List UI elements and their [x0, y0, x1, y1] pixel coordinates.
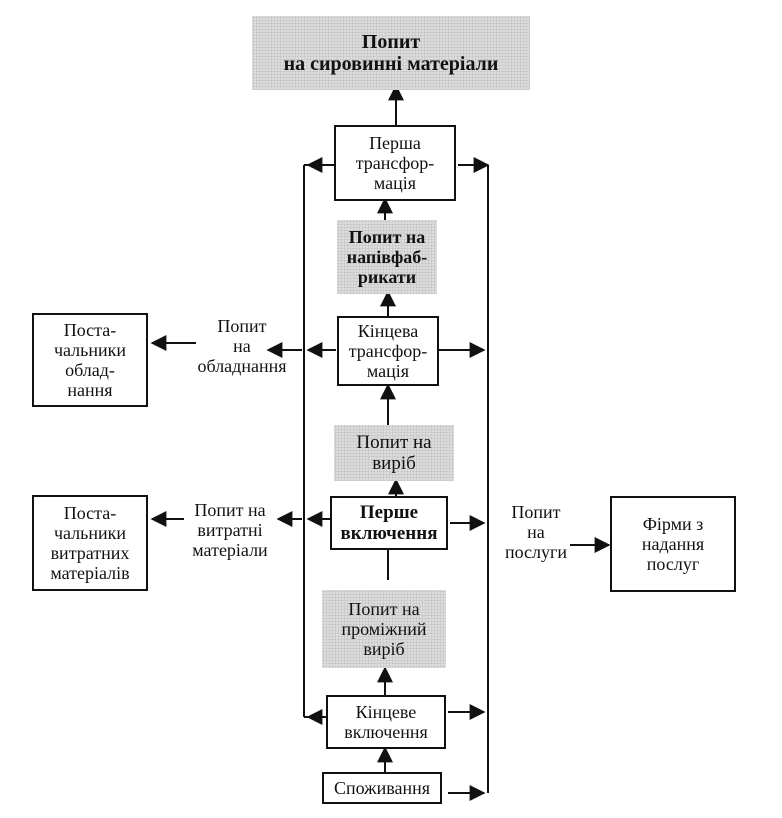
service-firms-box: Фірми з надання послуг [610, 496, 736, 592]
equipment-demand-label: Попит на обладнання [197, 315, 287, 377]
equipment-suppliers-box: Поста- чальники облад- нання [32, 313, 148, 407]
intermediate-demand-box: Попит на проміжний виріб [322, 590, 446, 668]
final-transformation-box: Кінцева трансфор- мація [337, 316, 439, 386]
first-transformation-box: Перша трансфор- мація [334, 125, 456, 201]
first-inclusion-box: Перше включення [330, 496, 448, 550]
consumables-suppliers-box: Поста- чальники витратних матеріалів [32, 495, 148, 591]
final-inclusion-box: Кінцеве включення [326, 695, 446, 749]
consumables-demand-label: Попит на витратні матеріали [192, 499, 268, 561]
services-demand-label: Попит на послуги [504, 501, 568, 563]
raw-materials-demand-box: Попит на сировинні матеріали [252, 16, 530, 90]
product-demand-box: Попит на виріб [334, 425, 454, 481]
semi-finished-demand-box: Попит на напівфаб- рикати [337, 220, 437, 294]
consumption-box: Споживання [322, 772, 442, 804]
